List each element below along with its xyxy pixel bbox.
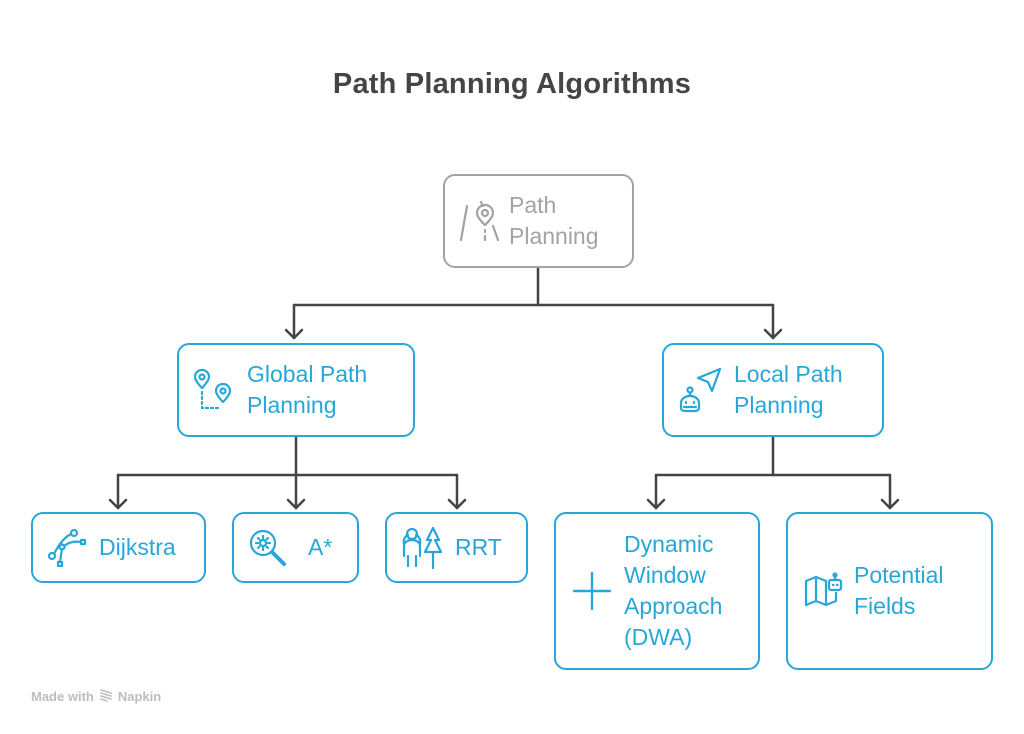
map-robot-icon (804, 571, 844, 611)
road-pin-icon (459, 198, 499, 244)
footer-credit: Made with Napkin (31, 688, 161, 705)
node-label: Global Path Planning (247, 361, 368, 418)
node-label: Potential Fields (854, 562, 944, 619)
arrowhead-dwa (646, 498, 666, 510)
arrowhead-local (763, 328, 783, 340)
bezier-path-icon (47, 528, 87, 567)
node-dijkstra[interactable]: Dijkstra (31, 512, 206, 583)
route-pins-icon (193, 368, 233, 412)
node-potential-fields[interactable]: Potential Fields (786, 512, 993, 670)
napkin-logo-icon (99, 688, 113, 705)
footer-prefix: Made with (31, 689, 94, 704)
node-label: Dynamic Window Approach (DWA) (624, 531, 723, 650)
arrowhead-dijkstra (108, 498, 128, 510)
node-label: Dijkstra (99, 534, 176, 560)
node-label: Local Path Planning (734, 361, 843, 418)
node-dwa[interactable]: Dynamic Window Approach (DWA) (554, 512, 760, 670)
plus-icon (572, 571, 612, 611)
diagram-title: Path Planning Algorithms (332, 68, 692, 100)
arrowhead-global (284, 328, 304, 340)
arrowhead-astar (286, 498, 306, 510)
node-label: RRT (455, 534, 502, 560)
robot-navigation-icon (678, 366, 722, 414)
node-global-path-planning[interactable]: Global Path Planning (177, 343, 415, 437)
node-path-planning[interactable]: Path Planning (443, 174, 634, 268)
search-gear-icon (248, 528, 288, 568)
node-a-star[interactable]: A* (232, 512, 359, 583)
arrowhead-rrt (447, 498, 467, 510)
node-rrt[interactable]: RRT (385, 512, 528, 583)
footer-brand: Napkin (117, 689, 162, 704)
node-label: Path Planning (509, 192, 599, 249)
hiker-tree-icon (401, 526, 445, 570)
node-label: A* (308, 534, 333, 560)
node-local-path-planning[interactable]: Local Path Planning (662, 343, 884, 437)
arrowhead-pf (880, 498, 900, 510)
